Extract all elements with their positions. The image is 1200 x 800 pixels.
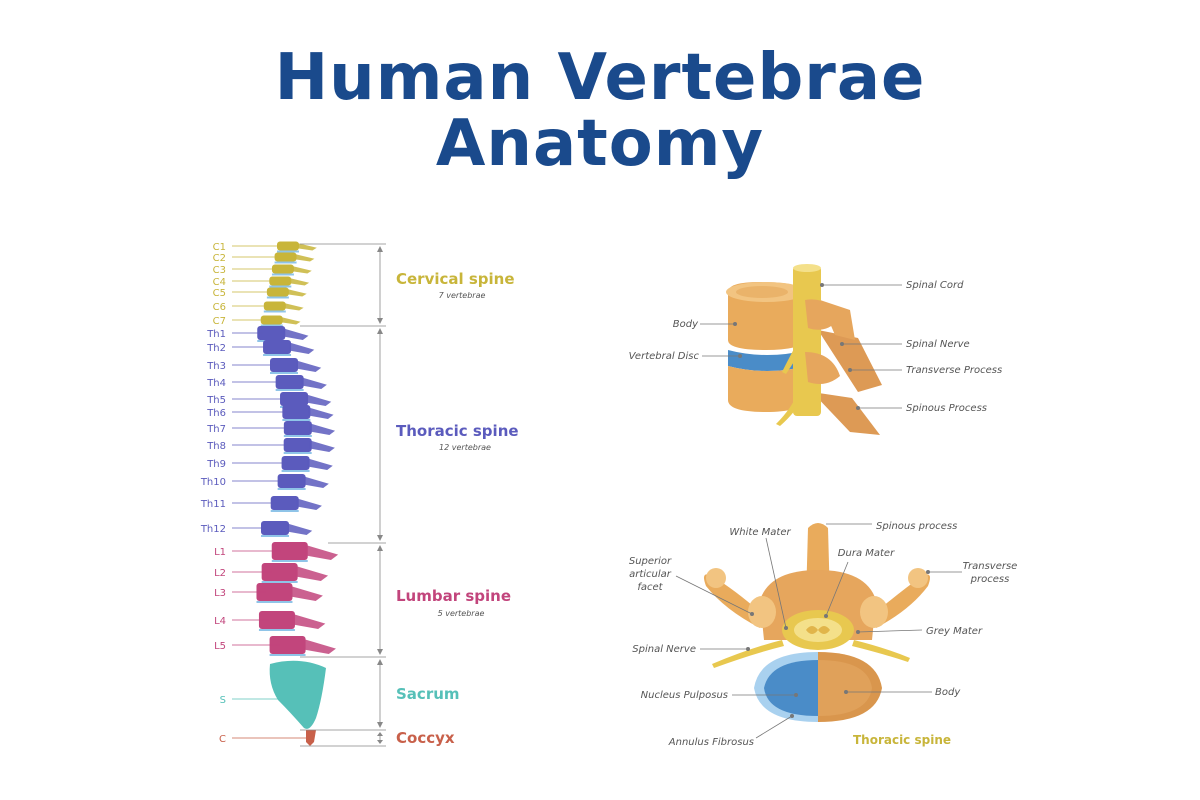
thoracic-vertebra xyxy=(260,521,313,537)
vertebra-label-c3: C3 xyxy=(213,265,226,276)
lumbar-vertebra xyxy=(271,542,339,562)
page-title-line-2: Anatomy xyxy=(435,107,765,181)
vertebra-label-th4: Th4 xyxy=(206,378,226,389)
vertebra-label-th5: Th5 xyxy=(206,395,226,406)
vertebra-label-c7: C7 xyxy=(213,316,226,327)
vertebra-side-view-illustration xyxy=(726,264,882,435)
label-body-top: Body xyxy=(935,687,961,698)
vertebra-label-s: S xyxy=(220,695,226,706)
lumbar-vertebra xyxy=(261,563,329,583)
label-nucleus-pulposus: Nucleus Pulposus xyxy=(641,690,728,701)
label-white-mater: White Mater xyxy=(729,527,791,538)
vertebra-label-th9: Th9 xyxy=(206,459,226,470)
section-label-lumbar: Lumbar spine xyxy=(396,587,511,605)
vertebra-label-l1: L1 xyxy=(214,547,226,558)
thoracic-vertebra xyxy=(270,496,322,512)
thoracic-vertebra xyxy=(263,340,315,356)
vertebra-label-th8: Th8 xyxy=(206,441,226,452)
coccyx-bone xyxy=(306,730,316,746)
label-superior-articular-facet-1: Superior xyxy=(629,556,672,567)
lumbar-vertebra xyxy=(269,636,336,656)
label-superior-articular-facet-2: articular xyxy=(629,569,672,580)
label-transverse-process-side: Transverse Process xyxy=(906,365,1002,376)
label-transverse-process-top-2: process xyxy=(970,574,1010,585)
label-dura-mater: Dura Mater xyxy=(838,548,895,559)
vertebra-label-c5: C5 xyxy=(213,288,226,299)
label-annulus-fibrosus: Annulus Fibrosus xyxy=(668,737,754,748)
lumbar-vertebra xyxy=(258,611,326,631)
label-superior-articular-facet-3: facet xyxy=(637,582,663,593)
vertebra-label-l4: L4 xyxy=(214,616,226,627)
thoracic-vertebra xyxy=(283,421,336,437)
cervical-vertebra xyxy=(260,315,301,327)
label-transverse-process-top-1: Transverse xyxy=(963,561,1018,572)
vertebra-label-th1: Th1 xyxy=(206,329,226,340)
section-count-cervical: 7 vertebrae xyxy=(439,291,486,300)
vertebra-label-th2: Th2 xyxy=(206,343,226,354)
vertebra-labels: C1C2C3C4C5C6C7Th1Th2Th3Th4Th5Th6Th7Th8Th… xyxy=(200,242,307,745)
label-spinal-nerve-side: Spinal Nerve xyxy=(906,339,970,350)
vertebra-label-l5: L5 xyxy=(214,641,226,652)
vertebra-top-view-illustration xyxy=(704,523,930,722)
label-spinous-process-side: Spinous Process xyxy=(906,403,987,414)
section-brackets xyxy=(300,243,386,747)
side-view-leader-dots xyxy=(733,283,860,410)
thoracic-vertebra xyxy=(281,456,333,472)
vertebra-label-th3: Th3 xyxy=(206,361,226,372)
thoracic-vertebra xyxy=(277,474,329,490)
top-view-caption: Thoracic spine xyxy=(853,733,951,747)
cervical-vertebra xyxy=(266,287,307,299)
label-spinal-nerve-top: Spinal Nerve xyxy=(632,644,696,655)
vertebra-label-th10: Th10 xyxy=(200,477,226,488)
section-label-sacrum: Sacrum xyxy=(396,685,460,703)
vertebra-label-th7: Th7 xyxy=(206,424,226,435)
lumbar-vertebra xyxy=(256,583,323,603)
cervical-vertebra xyxy=(274,252,315,264)
vertebra-label-c4: C4 xyxy=(213,277,226,288)
side-view-leader-lines xyxy=(700,284,902,409)
vertebra-label-th11: Th11 xyxy=(200,499,226,510)
cervical-vertebra xyxy=(263,301,304,313)
cervical-vertebra xyxy=(277,241,317,253)
vertebra-label-c: C xyxy=(219,734,226,745)
section-label-cervical: Cervical spine xyxy=(396,270,515,288)
vertebra-label-l3: L3 xyxy=(214,588,226,599)
vertebra-label-th12: Th12 xyxy=(200,524,226,535)
section-label-coccyx: Coccyx xyxy=(396,729,455,747)
thoracic-vertebra xyxy=(282,405,334,421)
vertebra-label-c2: C2 xyxy=(213,253,226,264)
vertebra-label-th6: Th6 xyxy=(206,408,226,419)
sacrum-bone xyxy=(269,660,326,729)
bracket-arrows xyxy=(377,246,383,744)
spine-column-illustration xyxy=(256,241,339,746)
vertebra-label-c6: C6 xyxy=(213,302,226,313)
top-view-leader-dots xyxy=(746,570,930,718)
section-count-lumbar: 5 vertebrae xyxy=(438,609,485,618)
page-title-line-1: Human Vertebrae xyxy=(274,41,926,115)
label-vertebral-disc: Vertebral Disc xyxy=(629,351,700,362)
cervical-vertebra xyxy=(271,264,312,276)
cervical-vertebra xyxy=(269,276,310,288)
label-spinal-cord: Spinal Cord xyxy=(906,280,964,291)
section-label-thoracic: Thoracic spine xyxy=(396,422,519,440)
thoracic-vertebra xyxy=(257,326,309,342)
section-count-thoracic: 12 vertebrae xyxy=(439,443,491,452)
top-view-leader-lines xyxy=(675,523,962,739)
label-grey-mater: Grey Mater xyxy=(926,626,983,637)
vertebra-label-c1: C1 xyxy=(213,242,226,253)
label-body-side: Body xyxy=(673,319,699,330)
thoracic-vertebra xyxy=(275,375,327,391)
thoracic-vertebra xyxy=(270,358,322,374)
vertebra-label-l2: L2 xyxy=(214,568,226,579)
label-spinous-process-top: Spinous process xyxy=(876,521,957,532)
thoracic-vertebra xyxy=(283,438,335,454)
